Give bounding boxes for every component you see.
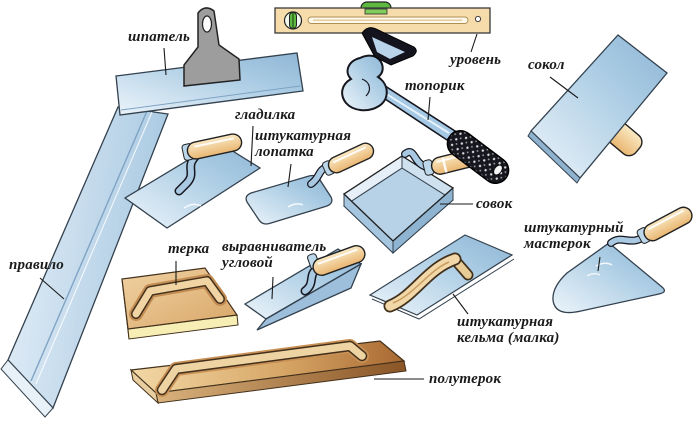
leader-lines	[39, 33, 601, 380]
hatchet-grip	[446, 130, 510, 184]
masterok-handle	[643, 206, 693, 242]
uroven-spirit-level	[274, 1, 491, 34]
shpatel-handle-hole	[201, 15, 213, 33]
label-shtukaturny-masterok: штукатурный мастерок	[524, 220, 624, 252]
leader-lopatka	[287, 163, 292, 188]
shpatel-putty-knife	[115, 7, 304, 116]
label-sokol: сокол	[528, 57, 565, 73]
leader-toporik	[427, 96, 431, 121]
pravilo-end-face	[0, 359, 54, 418]
leader-kelma	[452, 293, 469, 315]
label-gladilka: гладилка	[235, 107, 296, 123]
gladilka-smoother	[123, 133, 262, 229]
hatchet-head	[341, 54, 388, 112]
terka-float	[121, 267, 239, 340]
label-line: штукатурная	[457, 314, 554, 330]
shtukaturnaya-lopatka-trowel	[245, 142, 375, 225]
leader-masterok	[597, 256, 601, 272]
label-line: кельма (малка)	[457, 330, 560, 346]
leader-uroven	[470, 33, 478, 53]
label-vyravnivatel-uglovoy: выравниватель угловой	[222, 239, 327, 271]
lopatka-handle	[327, 142, 375, 174]
label-sovok: совок	[476, 196, 513, 212]
leader-pravilo	[39, 277, 65, 300]
label-poluterok: полутерок	[429, 371, 502, 387]
terka-handle	[132, 277, 224, 318]
leader-shpatel	[163, 47, 167, 76]
vyravnivatel-corner-leveler	[243, 244, 366, 331]
level-hang-hole	[474, 15, 482, 23]
leader-vyravnivatel	[271, 276, 274, 300]
leader-gladilka	[250, 125, 254, 167]
label-shtukaturnaya-kelma: штукатурная кельма (малка)	[457, 314, 560, 346]
label-pravilo: правило	[9, 257, 64, 273]
label-line: выравниватель	[222, 239, 327, 255]
pravilo-straightedge	[0, 106, 169, 418]
poluterok-long-float	[129, 339, 407, 405]
shtukaturny-masterok-trowel	[552, 206, 693, 314]
sovok-rim	[342, 155, 455, 242]
label-shtukaturnaya-lopatka: штукатурная лопатка	[255, 128, 351, 160]
pravilo-ridge	[30, 110, 148, 382]
vyravnivatel-handle	[312, 244, 366, 277]
shpatel-handle	[183, 7, 241, 87]
label-line: штукатурный	[524, 220, 624, 236]
masterok-blade	[552, 242, 666, 314]
label-terka: терка	[168, 241, 210, 257]
sokol-hawk	[527, 34, 668, 184]
label-line: мастерок	[524, 236, 591, 252]
label-line: штукатурная	[255, 128, 352, 144]
toporik-hatchet	[341, 27, 510, 184]
label-line: угловой	[222, 255, 273, 271]
label-uroven: уровень	[450, 52, 502, 68]
label-toporik: топорик	[405, 78, 465, 94]
leader-sokol	[549, 76, 579, 99]
label-shpatel: шпатель	[128, 29, 191, 45]
shtukaturnaya-kelma-darby	[368, 234, 515, 320]
vyravnivatel-lower-face	[256, 262, 363, 331]
poluterok-handle	[158, 342, 366, 394]
label-line: лопатка	[255, 144, 314, 160]
